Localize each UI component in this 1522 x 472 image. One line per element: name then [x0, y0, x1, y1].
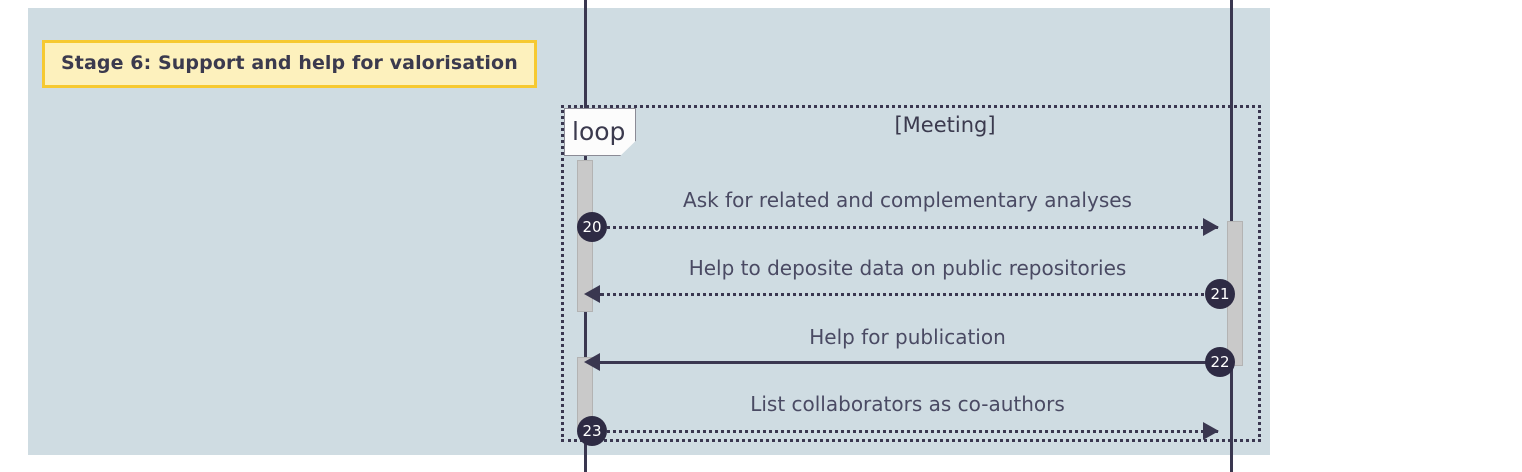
stage-title-note: Stage 6: Support and help for valorisati…	[42, 40, 537, 88]
message-label-22: Help for publication	[809, 325, 1006, 349]
sequence-badge-21: 21	[1205, 279, 1235, 309]
message-label-23: List collaborators as co-authors	[750, 392, 1065, 416]
message-label-20: Ask for related and complementary analys…	[683, 188, 1132, 212]
loop-fragment-frame	[561, 105, 1261, 442]
arrowhead-right-icon-23	[1203, 422, 1219, 440]
arrowhead-left-icon-22	[584, 353, 600, 371]
loop-operator-label: loop	[572, 117, 626, 146]
loop-operator-label-shape	[564, 108, 636, 156]
loop-guard-condition: [Meeting]	[894, 113, 996, 137]
sequence-badge-22: 22	[1205, 347, 1235, 377]
arrowhead-left-icon-21	[584, 285, 600, 303]
sequence-badge-23: 23	[577, 416, 607, 446]
message-line-20	[600, 226, 1218, 229]
message-line-21	[600, 293, 1218, 296]
message-line-22	[600, 361, 1225, 364]
message-label-21: Help to deposite data on public reposito…	[688, 256, 1127, 280]
sequence-badge-20: 20	[577, 212, 607, 242]
arrowhead-right-icon-20	[1203, 218, 1219, 236]
message-line-23	[600, 430, 1218, 433]
